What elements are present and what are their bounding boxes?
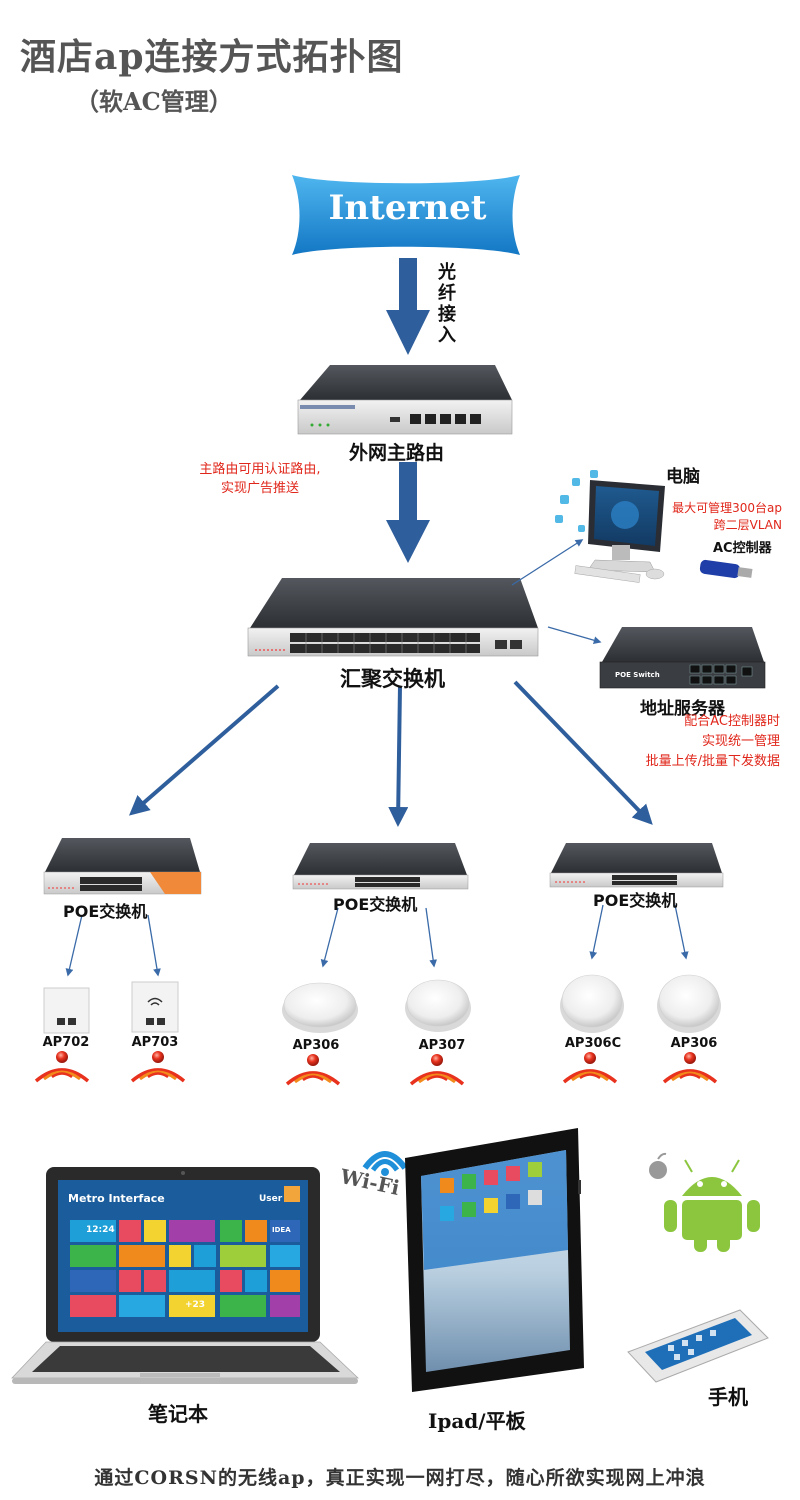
internet-banner xyxy=(292,175,520,255)
ap306-label-1: AP306 xyxy=(292,1038,340,1053)
core-to-poe1-arrow xyxy=(128,684,280,816)
address-server-note: 配合AC控制器时 实现统一管理 批量上传/批量下发数据 xyxy=(630,712,780,772)
core-to-poe2-arrow xyxy=(388,685,409,827)
ap702-label: AP702 xyxy=(42,1035,90,1050)
router-note-line-1: 主路由可用认证路由, xyxy=(199,462,321,477)
fiber-access-label: 光 纤 接 入 xyxy=(437,262,457,346)
ac-controller-dongle xyxy=(699,559,753,579)
laptop-screen-idea: IDEA xyxy=(272,1226,291,1234)
fiber-char-3: 接 xyxy=(438,304,456,325)
apple-logo xyxy=(649,1152,667,1179)
laptop-screen-temp: +23 xyxy=(185,1300,206,1310)
router-device xyxy=(297,365,513,435)
computer-note-line-2: 跨二层VLAN xyxy=(713,518,782,532)
core-to-computer-line xyxy=(511,539,584,586)
computer-note: 最大可管理300台ap 跨二层VLAN xyxy=(660,500,782,534)
footer-slogan: 通过CORSN的无线ap，真正实现一网打尽，随心所欲实现网上冲浪 xyxy=(94,1467,706,1489)
poe2-to-ap307-line xyxy=(425,907,438,968)
ap702-device xyxy=(43,987,90,1034)
address-server-note-line-2: 实现统一管理 xyxy=(701,734,780,749)
poe-switch-1-device xyxy=(43,838,202,895)
android-logo xyxy=(664,1159,760,1252)
phone-device xyxy=(627,1309,769,1383)
address-server-label: 地址服务器 xyxy=(640,699,725,719)
tablet-label: Ipad/平板 xyxy=(428,1409,526,1433)
address-server-note-line-1: 配合AC控制器时 xyxy=(684,714,780,729)
router-to-core-arrow xyxy=(386,462,430,563)
poe-switch-1-label: POE交换机 xyxy=(63,902,148,921)
computer-note-line-1: 最大可管理300台ap xyxy=(672,501,782,515)
core-to-server-line xyxy=(547,626,602,645)
ap307-label: AP307 xyxy=(418,1038,466,1053)
poe1-to-ap702-line xyxy=(65,914,83,977)
fiber-char-2: 纤 xyxy=(438,283,456,304)
laptop-screen-title: Metro Interface xyxy=(68,1192,165,1205)
laptop-screen-clock: 12:24 xyxy=(86,1225,115,1235)
router-note-line-2: 实现广告推送 xyxy=(220,481,299,496)
router-note: 主路由可用认证路由, 实现广告推送 xyxy=(190,460,330,498)
laptop-label: 笔记本 xyxy=(148,1402,208,1426)
poe3-to-ap306c-line xyxy=(589,904,604,960)
internet-label: Internet xyxy=(328,188,487,228)
tablet-device xyxy=(405,1128,584,1392)
poe-switch-2-label: POE交换机 xyxy=(333,895,418,914)
address-server-device-text: POE Switch xyxy=(615,671,660,679)
router-label: 外网主路由 xyxy=(349,442,445,464)
wifi-logo xyxy=(362,1151,408,1176)
ap306c-label: AP306C xyxy=(564,1036,622,1051)
ap306c-device xyxy=(560,974,624,1033)
laptop-screen-user: User xyxy=(259,1194,283,1204)
address-server-device xyxy=(599,627,766,689)
core-switch-device xyxy=(247,578,539,657)
computer-device xyxy=(555,470,665,583)
poe1-to-ap703-line xyxy=(147,914,161,977)
poe-switch-3-device xyxy=(549,843,724,888)
page-subtitle: （软AC管理） xyxy=(75,87,233,116)
poe2-to-ap306-line xyxy=(320,907,339,968)
fiber-char-1: 光 xyxy=(438,262,456,283)
ap306-device-2 xyxy=(657,974,721,1033)
computer-label: 电脑 xyxy=(666,467,700,487)
fiber-char-4: 入 xyxy=(438,325,456,346)
fiber-arrow xyxy=(386,258,430,355)
core-switch-label: 汇聚交换机 xyxy=(340,667,445,691)
ap307-device xyxy=(405,979,471,1032)
page-title: 酒店ap连接方式拓扑图 xyxy=(20,36,404,78)
address-server-note-line-3: 批量上传/批量下发数据 xyxy=(645,754,780,769)
ap306-label-2: AP306 xyxy=(670,1036,718,1051)
ap703-label: AP703 xyxy=(131,1035,179,1050)
laptop-metro-tiles xyxy=(70,1220,300,1317)
core-to-poe3-arrow xyxy=(513,680,653,825)
ac-controller-label: AC控制器 xyxy=(713,541,772,556)
poe-switch-2-device xyxy=(292,843,469,890)
ap703-device xyxy=(131,981,179,1033)
ap306-device-1 xyxy=(282,982,358,1033)
poe-switch-3-label: POE交换机 xyxy=(593,891,678,910)
poe3-to-ap306b-line xyxy=(674,904,689,960)
phone-label: 手机 xyxy=(708,1385,748,1409)
signal-icons xyxy=(34,1051,718,1086)
